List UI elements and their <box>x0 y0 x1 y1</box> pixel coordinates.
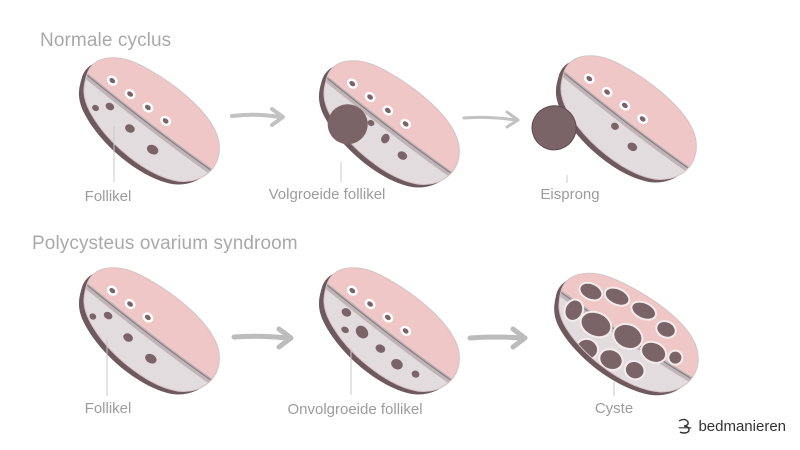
ovary-normal-follicle <box>60 44 241 197</box>
ovary-surface <box>316 47 481 178</box>
label-follicle: Follikel <box>84 188 132 205</box>
ovary-mature-follicle <box>300 47 481 200</box>
follicle <box>127 91 133 97</box>
brand-logo: bedmanieren <box>676 417 786 435</box>
mature-follicle <box>327 104 368 145</box>
arrow-right-icon <box>467 326 528 350</box>
arrow-right-icon <box>230 107 285 127</box>
follicle <box>341 326 349 334</box>
ovary-body <box>300 47 481 200</box>
follicle <box>341 308 352 317</box>
ovary-body <box>537 42 718 195</box>
follicle <box>384 314 391 321</box>
follicle <box>621 102 628 109</box>
cyst <box>625 361 644 379</box>
follicle <box>367 301 373 307</box>
follicle <box>144 314 151 321</box>
follicle <box>105 102 115 111</box>
ovary-body <box>60 44 241 197</box>
follicle <box>604 89 610 95</box>
section-title-pcos: Polycysteus ovarium syndroom <box>32 233 298 254</box>
cyst <box>642 342 666 362</box>
follicle <box>146 144 159 155</box>
ovary-immature-follicles <box>300 254 481 407</box>
label-mature-follicle: Volgroeide follikel <box>268 186 386 203</box>
ovary-surface <box>316 254 481 385</box>
follicle <box>391 358 403 370</box>
arrow-right-icon <box>231 326 294 350</box>
ovary-body <box>60 254 241 407</box>
ovary-cysts <box>537 261 717 406</box>
follicle <box>125 124 135 133</box>
ovary-body <box>300 254 481 407</box>
follicle <box>349 80 356 87</box>
ovary-surface <box>76 44 241 175</box>
follicle <box>639 116 646 122</box>
follicle <box>375 344 386 353</box>
arrow-right-icon <box>462 110 520 129</box>
label-ovulation: Eisprong <box>540 186 600 203</box>
follicle <box>402 121 409 127</box>
ovary-body <box>537 261 717 406</box>
section-title-normal-cycle: Normale cyclus <box>40 30 172 51</box>
cyst <box>614 324 642 349</box>
follicle <box>92 104 99 112</box>
follicle <box>162 118 169 124</box>
ovary-ovulation <box>531 42 718 195</box>
cyst <box>580 283 602 300</box>
follicle <box>144 104 151 111</box>
cyst <box>669 351 682 364</box>
follicle <box>109 287 116 294</box>
follicle <box>145 353 157 364</box>
label-follicle: Follikel <box>84 400 132 417</box>
follicle <box>402 328 409 334</box>
follicle <box>349 287 356 294</box>
follicle <box>123 333 133 342</box>
ovary-pcos-follicle <box>60 254 241 407</box>
cyst <box>605 288 629 305</box>
bedmanieren-logo-icon <box>679 418 692 434</box>
follicle <box>384 107 391 114</box>
cyst <box>565 300 583 320</box>
follicle <box>89 313 97 320</box>
label-immature-follicle: Onvolgroeide follikel <box>287 401 423 418</box>
follicle <box>627 142 638 152</box>
ovary-surface <box>76 254 241 385</box>
follicle <box>109 77 116 84</box>
cyst <box>632 302 656 319</box>
cyst <box>600 350 622 369</box>
follicle <box>586 75 593 82</box>
follicle <box>103 311 113 320</box>
follicle <box>355 325 369 339</box>
follicle <box>367 94 373 100</box>
brand-name: bedmanieren <box>698 417 786 435</box>
follicle <box>127 301 133 307</box>
follicle <box>381 133 390 144</box>
follicle <box>611 122 619 130</box>
cyst <box>581 312 611 337</box>
follicle <box>367 119 375 127</box>
ovary-surface <box>553 42 718 173</box>
cyst <box>657 322 675 337</box>
label-cyst: Cyste <box>594 400 634 417</box>
follicle <box>397 151 408 160</box>
follicle <box>411 370 420 378</box>
released-egg <box>531 105 577 151</box>
